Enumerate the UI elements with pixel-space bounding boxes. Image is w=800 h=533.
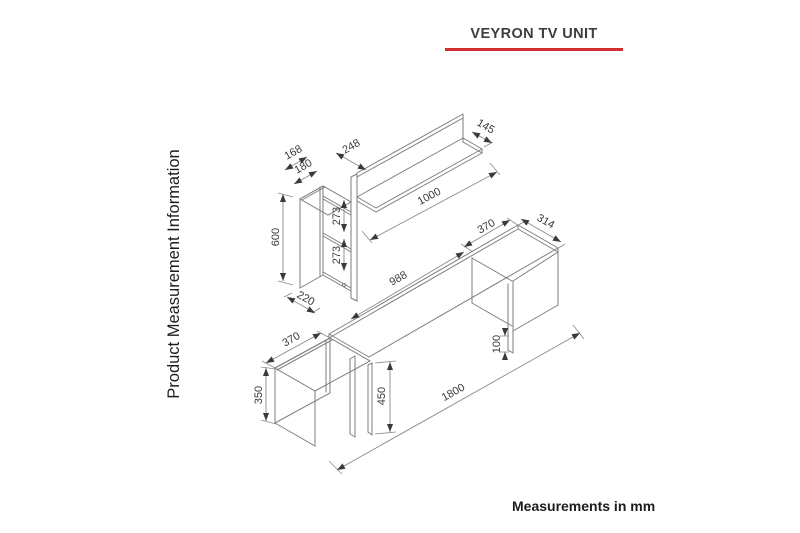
dim-column-top-depth: 168 [282,143,304,162]
dim-side-panel-drop: 100 [491,335,503,353]
dim-column-height: 600 [270,228,282,246]
dim-lower-compartment: 273 [331,246,343,264]
dim-open-span: 988 [387,269,409,288]
dim-left-cabinet-width: 370 [280,330,302,349]
dim-upper-compartment: 273 [331,207,343,225]
dim-left-cabinet-height: 350 [253,386,265,404]
extension-lines [260,141,585,475]
dim-shelf-length: 1000 [416,186,443,208]
dim-stand-height: 450 [376,387,388,405]
units-note: Measurements in mm [512,498,656,514]
tv-stand-outline [273,224,559,447]
page-title: VEYRON TV UNIT [445,26,623,51]
dim-back-panel-offset: 248 [340,137,362,156]
dimension-labels: 145 248 168 180 1000 600 273 273 220 370… [253,117,557,405]
dim-total-length: 1800 [440,382,467,404]
dim-shelf-depth: 145 [475,117,497,137]
dim-column-base-depth: 220 [295,289,317,308]
dimension-lines [262,131,581,471]
dim-right-cabinet-width: 370 [475,217,497,236]
upper-unit-outline [298,113,483,302]
dim-column-width: 180 [292,157,314,176]
